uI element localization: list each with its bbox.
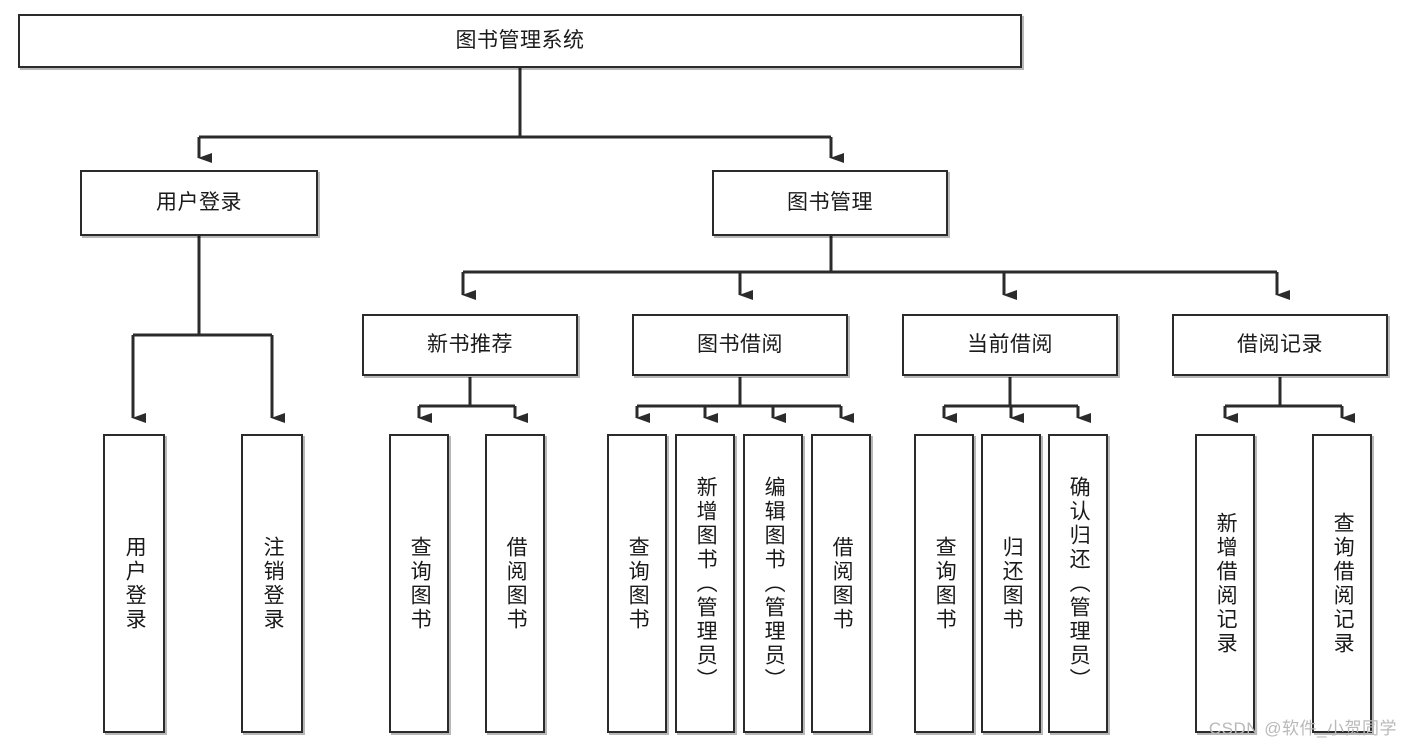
node-leaf-add-book[interactable]: 新增图书（管理员）	[675, 434, 735, 733]
node-user-login[interactable]: 用户登录	[80, 170, 318, 236]
node-borrow-record[interactable]: 借阅记录	[1172, 314, 1388, 376]
node-leaf-query-record-label: 查询借阅记录	[1331, 511, 1355, 656]
node-leaf-query-book-3-label: 查询图书	[933, 535, 957, 632]
node-current-borrow[interactable]: 当前借阅	[902, 314, 1118, 376]
node-leaf-borrow-book-2[interactable]: 借阅图书	[811, 434, 871, 733]
node-leaf-return-book-label: 归还图书	[1000, 535, 1024, 632]
node-borrow-record-label: 借阅记录	[1237, 333, 1323, 357]
node-leaf-borrow-book-1[interactable]: 借阅图书	[485, 434, 545, 733]
node-leaf-query-record[interactable]: 查询借阅记录	[1312, 434, 1372, 733]
node-leaf-query-book-2[interactable]: 查询图书	[607, 434, 667, 733]
node-leaf-return-book[interactable]: 归还图书	[981, 434, 1041, 733]
node-leaf-add-record-label: 新增借阅记录	[1214, 511, 1238, 656]
node-leaf-borrow-book-1-label: 借阅图书	[504, 535, 528, 632]
node-book-borrow-label: 图书借阅	[697, 333, 783, 357]
node-root-label: 图书管理系统	[455, 29, 585, 53]
node-leaf-add-book-label: 新增图书（管理员）	[694, 475, 718, 692]
node-leaf-add-record[interactable]: 新增借阅记录	[1195, 434, 1255, 733]
node-book-manage[interactable]: 图书管理	[712, 170, 948, 236]
node-new-book-recommend[interactable]: 新书推荐	[362, 314, 578, 376]
node-leaf-edit-book-label: 编辑图书（管理员）	[762, 475, 786, 692]
node-book-manage-label: 图书管理	[787, 191, 873, 215]
watermark-csdn: CSDN @软件_小贺同学	[1208, 719, 1397, 738]
node-current-borrow-label: 当前借阅	[967, 333, 1053, 357]
node-book-borrow[interactable]: 图书借阅	[632, 314, 848, 376]
node-leaf-query-book-1-label: 查询图书	[408, 535, 432, 632]
node-leaf-user-logout-label: 注销登录	[261, 535, 285, 632]
node-root[interactable]: 图书管理系统	[18, 14, 1022, 68]
node-leaf-user-logout[interactable]: 注销登录	[241, 434, 303, 733]
node-leaf-query-book-3[interactable]: 查询图书	[914, 434, 974, 733]
node-leaf-borrow-book-2-label: 借阅图书	[830, 535, 854, 632]
node-leaf-edit-book[interactable]: 编辑图书（管理员）	[743, 434, 803, 733]
node-user-login-label: 用户登录	[156, 191, 242, 215]
node-leaf-confirm-return-label: 确认归还（管理员）	[1067, 475, 1091, 692]
node-leaf-user-login-label: 用户登录	[123, 535, 147, 632]
node-leaf-query-book-1[interactable]: 查询图书	[389, 434, 449, 733]
node-leaf-user-login[interactable]: 用户登录	[103, 434, 165, 733]
node-leaf-confirm-return[interactable]: 确认归还（管理员）	[1048, 434, 1108, 733]
node-new-book-recommend-label: 新书推荐	[427, 333, 513, 357]
node-leaf-query-book-2-label: 查询图书	[626, 535, 650, 632]
